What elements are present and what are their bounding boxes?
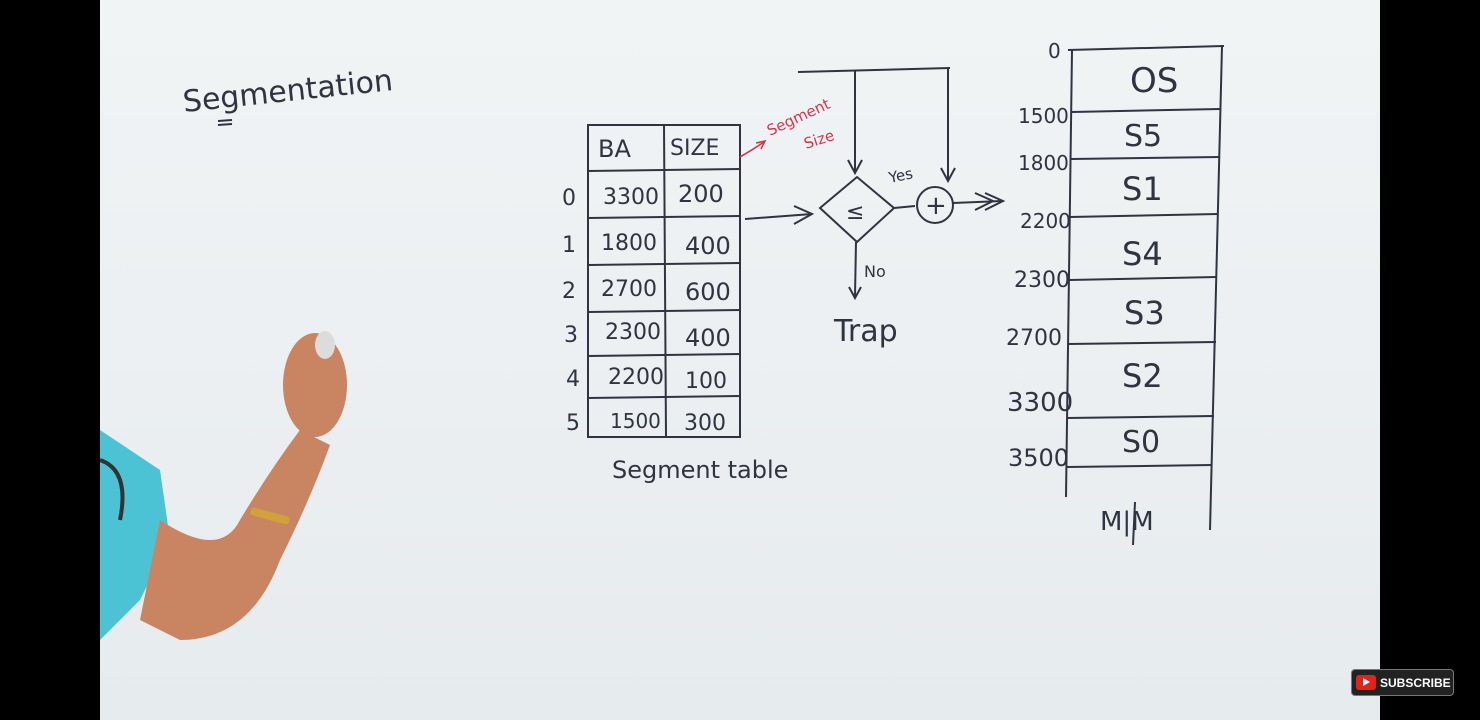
yes-label: Yes [886, 164, 915, 187]
segment-table [587, 124, 741, 438]
board-title: Segmentation [181, 63, 394, 120]
memory-block-label: OS [1130, 61, 1178, 101]
memory-caption: M|M [1100, 507, 1154, 537]
memory-address: 1800 [1018, 151, 1069, 175]
size-cell: 400 [685, 232, 731, 260]
memory-block-label: S1 [1122, 170, 1163, 208]
annotation-line-2: Size [802, 126, 837, 153]
size-cell: 300 [684, 411, 726, 436]
ba-cell: 3300 [603, 185, 659, 210]
row-index: 3 [564, 323, 578, 348]
memory-address: 2300 [1014, 268, 1070, 293]
memory-block-label: S2 [1122, 357, 1163, 395]
memory-block-label: S4 [1122, 235, 1163, 273]
presenter [100, 331, 347, 640]
ba-cell: 1500 [610, 409, 661, 433]
whiteboard: Segmentation BA SIZE 0 1 2 3 4 5 3300 18… [100, 39, 1225, 640]
memory-address: 1500 [1018, 104, 1069, 128]
memory-address: 0 [1048, 39, 1061, 63]
ba-cell: 1800 [601, 231, 657, 256]
segment-table-caption: Segment table [612, 456, 788, 484]
row-index: 0 [562, 186, 576, 211]
table-header-ba: BA [598, 135, 631, 163]
ba-cell: 2300 [605, 320, 661, 345]
video-frame[interactable]: Segmentation BA SIZE 0 1 2 3 4 5 3300 18… [100, 0, 1380, 720]
no-label: No [864, 262, 886, 281]
memory-block-label: S5 [1124, 119, 1162, 154]
memory-block-label: S3 [1124, 294, 1165, 332]
size-cell: 600 [685, 278, 731, 306]
row-index: 2 [562, 279, 576, 304]
subscribe-label: SUBSCRIBE [1380, 675, 1451, 690]
compare-symbol: ≤ [846, 200, 864, 225]
row-index: 5 [566, 411, 580, 436]
table-header-size: SIZE [670, 136, 719, 161]
row-index: 1 [562, 233, 576, 258]
memory-diagram [1065, 45, 1225, 546]
row-index: 4 [566, 367, 580, 392]
memory-address: 2700 [1006, 326, 1062, 351]
memory-block-label: S0 [1122, 425, 1160, 460]
ba-cell: 2700 [601, 277, 657, 302]
size-cell: 100 [685, 369, 727, 394]
segment-size-annotation: Segment Size [739, 95, 837, 158]
flow-diagram [744, 67, 1006, 301]
size-cell: 200 [678, 180, 724, 208]
trap-label: Trap [833, 314, 898, 349]
subscribe-button[interactable]: SUBSCRIBE [1351, 669, 1454, 696]
memory-end-address: 3500 [1008, 444, 1069, 472]
memory-address: 3300 [1007, 388, 1073, 418]
adder-symbol: + [925, 191, 947, 221]
size-cell: 400 [685, 324, 731, 352]
memory-address: 2200 [1020, 209, 1071, 233]
ba-cell: 2200 [608, 365, 664, 390]
play-icon [1356, 675, 1376, 690]
